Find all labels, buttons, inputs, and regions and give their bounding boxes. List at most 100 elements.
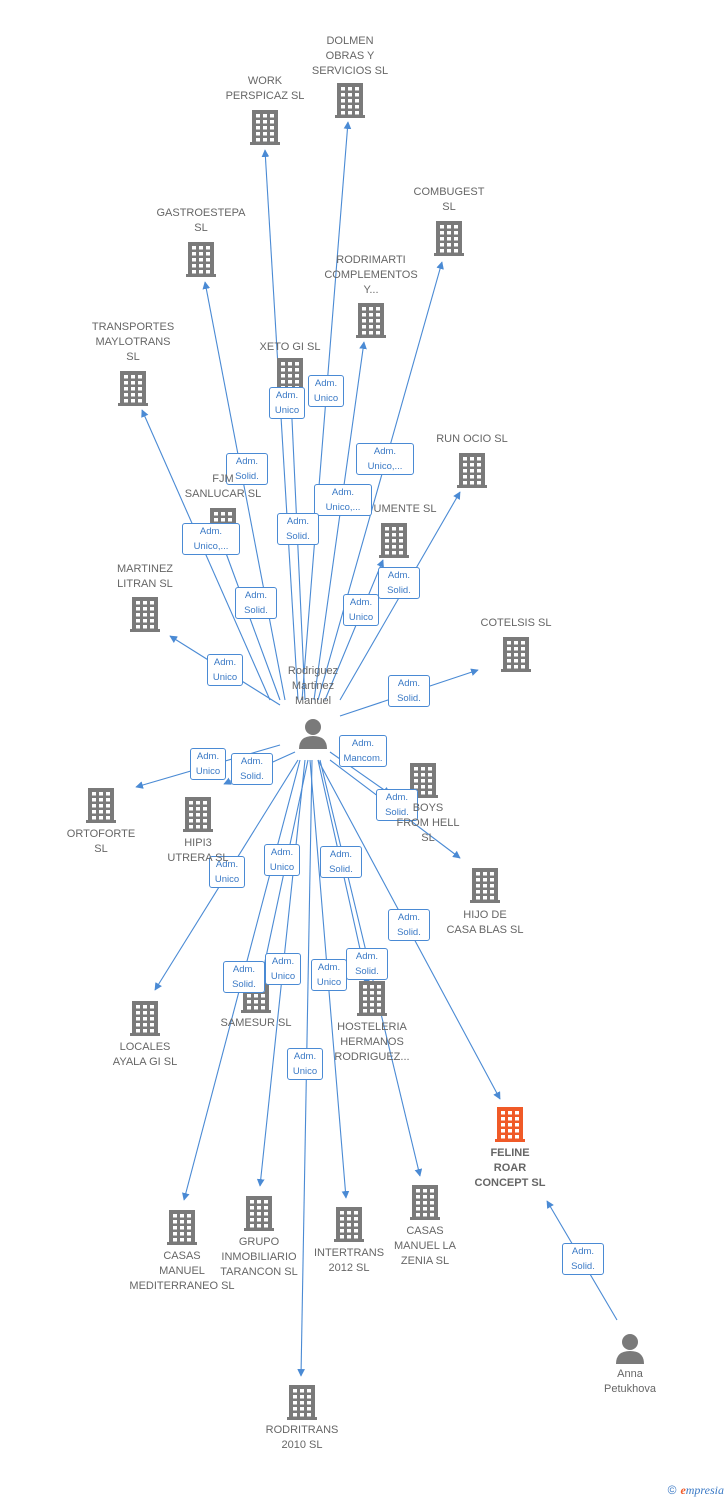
role-badge-ortoforte[interactable]: Adm.Unico [190, 748, 226, 780]
role-badge-samesur[interactable]: Adm.Unico [264, 844, 300, 876]
role-badge-feline[interactable]: Adm.Solid. [562, 1243, 604, 1275]
role-badge-line: Solid. [397, 927, 421, 938]
building-icon-work[interactable] [250, 110, 280, 145]
node-label-fjm[interactable]: FJM SANLUCAR SL [184, 473, 262, 500]
role-badge-xeto[interactable]: Adm.Solid. [277, 513, 319, 545]
node-label-runocio[interactable]: RUN OCIO SL [436, 433, 508, 445]
building-icon-dolmen[interactable] [335, 83, 365, 118]
role-badge-transportes[interactable]: Adm.Unico,... [181, 523, 241, 555]
role-badge-line: Unico [214, 874, 240, 885]
node-label-combugest[interactable]: COMBUGEST SL [413, 186, 485, 213]
role-badge-line: Solid. [571, 1261, 595, 1272]
role-badge-line: Adm. [355, 951, 379, 962]
role-badge-casasmanuel[interactable]: Adm.Solid. [223, 961, 265, 993]
role-badge-hijo[interactable]: Adm.Solid. [376, 789, 418, 821]
empresia-brand[interactable]: ©empresia [668, 1483, 724, 1498]
node-label-rodrimarti[interactable]: RODRIMARTI COMPLEMENTOS Y... [324, 254, 418, 296]
node-label-intertrans[interactable]: INTERTRANS 2012 SL [313, 1247, 385, 1274]
node-label-grupo[interactable]: GRUPO INMOBILIARIO TARANCON SL [220, 1236, 298, 1278]
role-badge-intertrans[interactable]: Adm.Unico [311, 959, 347, 991]
node-label-samesur[interactable]: SAMESUR SL [220, 1017, 292, 1029]
role-badge-feline[interactable]: Adm.Solid. [388, 909, 430, 941]
node-label-gastroestepa[interactable]: GASTROESTEPA SL [156, 207, 246, 234]
building-icon-ortoforte[interactable] [86, 788, 116, 823]
node-label-rodriguez[interactable]: Rodriguez Martinez Manuel [287, 665, 339, 707]
building-icon-intertrans[interactable] [334, 1207, 364, 1242]
role-badge-hosteleria[interactable]: Adm.Solid. [320, 846, 362, 878]
node-label-cotelsis[interactable]: COTELSIS SL [480, 617, 552, 629]
role-badge-locales[interactable]: Adm. Unico [209, 856, 245, 888]
building-icon-rodrimarti[interactable] [356, 303, 386, 338]
role-badge-line: Solid. [286, 531, 310, 542]
node-label-boys[interactable]: BOYS FROM HELL SL [396, 802, 460, 844]
node-label-casasmanuel[interactable]: CASAS MANUEL MEDITERRANEO SL [129, 1250, 235, 1292]
node-label-locales[interactable]: LOCALES AYALA GI SL [112, 1041, 178, 1068]
edge-rodriguez-to-work [261, 149, 299, 701]
building-icon-casasmanuel[interactable] [167, 1210, 197, 1245]
role-badge-line: Unico,... [193, 541, 229, 552]
role-badge-cotelsis[interactable]: Adm.Solid. [388, 675, 430, 707]
building-icon-gastroestepa[interactable] [186, 242, 216, 277]
building-icon-boys[interactable] [408, 763, 438, 798]
role-badge-work[interactable]: Adm.Unico [269, 387, 305, 419]
role-badge-dolmen[interactable]: Adm.Unico [308, 375, 344, 407]
person-icon-rodriguez[interactable] [299, 719, 327, 749]
node-label-umente[interactable]: UMENTE SL [373, 503, 437, 515]
edge-rodriguez-to-umente [324, 559, 384, 701]
role-badge-line: Unico [313, 393, 339, 404]
role-badge-gastroestepa[interactable]: Adm.Solid. [226, 453, 268, 485]
building-icon-locales[interactable] [130, 1001, 160, 1036]
building-icon-grupo[interactable] [244, 1196, 274, 1231]
building-icon-cotelsis[interactable] [501, 637, 531, 672]
edge-rodriguez-to-xeto [287, 397, 306, 701]
building-icon-rodritrans[interactable] [287, 1385, 317, 1420]
edge-rodriguez-to-combugest [317, 261, 444, 701]
role-badge-casaszenia[interactable]: Adm. Solid. [346, 948, 388, 980]
role-badge-line: Solid. [355, 966, 379, 977]
role-badge-grupo[interactable]: Adm.Unico [265, 953, 301, 985]
building-icon-runocio[interactable] [457, 453, 487, 488]
node-label-hosteleria[interactable]: HOSTELERIA HERMANOS RODRIGUEZ... [334, 1021, 410, 1063]
building-icon-hosteleria[interactable] [357, 981, 387, 1016]
node-label-xeto[interactable]: XETO GI SL [259, 341, 321, 353]
building-icon-martinez[interactable] [130, 597, 160, 632]
role-badge-combugest[interactable]: Adm.Unico,... [355, 443, 415, 475]
role-badge-line: Adm. [293, 1051, 317, 1062]
node-label-hipi3[interactable]: HIPI3 UTRERA SL [167, 837, 229, 864]
node-label-hijo[interactable]: HIJO DE CASA BLAS SL [446, 909, 524, 936]
role-badge-rodrimarti[interactable]: Adm.Unico,... [313, 484, 373, 516]
role-badge-line: Adm. [387, 570, 411, 581]
building-icon-combugest[interactable] [434, 221, 464, 256]
role-badge-fjm[interactable]: Adm.Solid. [235, 587, 277, 619]
role-badge-boys[interactable]: Adm.Mancom. [339, 735, 387, 767]
building-icon-casaszenia[interactable] [410, 1185, 440, 1220]
building-icon-hijo[interactable] [470, 868, 500, 903]
node-label-work[interactable]: WORK PERSPICAZ SL [225, 75, 305, 102]
role-badge-line: Solid. [385, 807, 409, 818]
role-badge-rodritrans[interactable]: Adm.Unico [287, 1048, 323, 1080]
node-label-martinez[interactable]: MARTINEZ LITRAN SL [116, 563, 174, 590]
building-icon-feline[interactable] [495, 1107, 525, 1142]
edge-rodriguez-to-transportes [141, 409, 271, 701]
building-icon-umente[interactable] [379, 523, 409, 558]
building-icon-hipi3[interactable] [183, 797, 213, 832]
node-label-rodritrans[interactable]: RODRITRANS 2010 SL [265, 1424, 339, 1451]
role-badge-line: Adm. [215, 859, 239, 870]
brand-initial: e [680, 1483, 686, 1497]
node-label-casaszenia[interactable]: CASAS MANUEL LA ZENIA SL [394, 1225, 456, 1267]
node-label-anna[interactable]: Anna Petukhova [604, 1368, 656, 1395]
role-badge-hipi3[interactable]: Adm.Solid. [231, 753, 273, 785]
node-label-dolmen[interactable]: DOLMEN OBRAS Y SERVICIOS SL [311, 35, 389, 77]
node-label-feline[interactable]: FELINE ROAR CONCEPT SL [474, 1147, 546, 1189]
role-badge-umente[interactable]: Adm.Unico [343, 594, 379, 626]
building-icon-transportes[interactable] [118, 371, 148, 406]
role-badge-runocio[interactable]: Adm.Solid. [378, 567, 420, 599]
node-label-ortoforte[interactable]: ORTOFORTE SL [66, 828, 136, 855]
node-label-transportes[interactable]: TRANSPORTES MAYLOTRANS SL [91, 321, 175, 363]
role-badge-line: Adm. [397, 678, 421, 689]
person-icon-anna[interactable] [616, 1334, 644, 1364]
role-badge-line: Unico [316, 977, 342, 988]
role-badge-line: Unico,... [367, 461, 403, 472]
role-badge-martinez[interactable]: Adm.Unico [207, 654, 243, 686]
